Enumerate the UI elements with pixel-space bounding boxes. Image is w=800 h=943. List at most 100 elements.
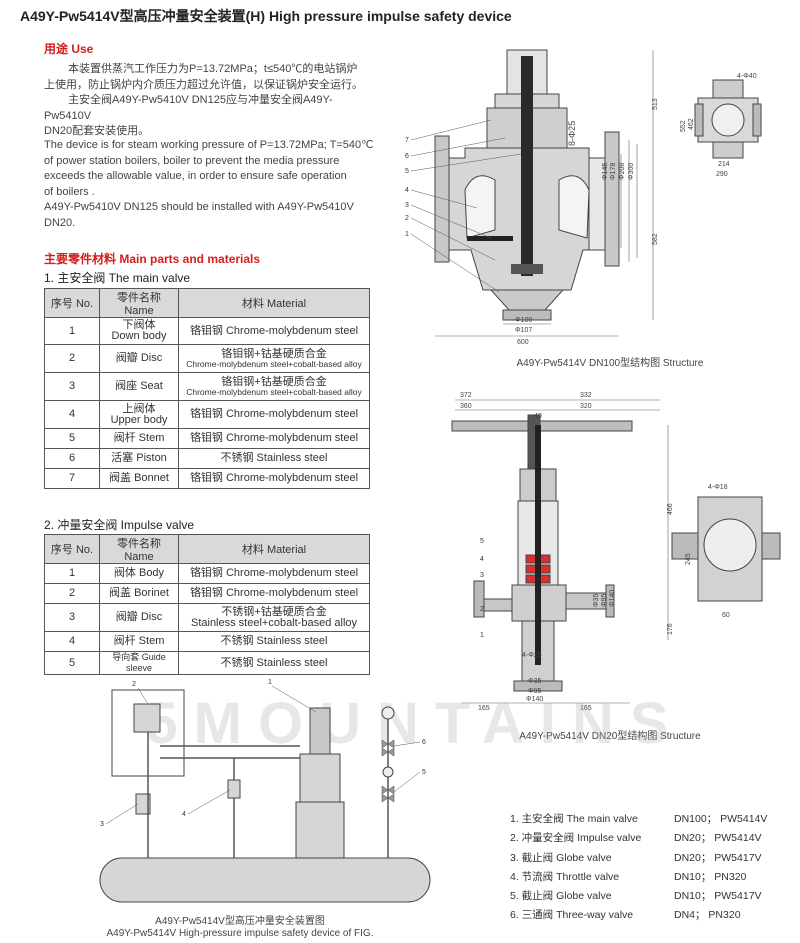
dim-label: Φ178	[610, 163, 617, 180]
legend-name: 3. 截止阀 Globe valve	[510, 851, 612, 864]
usage-en-line: of boilers .	[44, 185, 95, 198]
material-cn: 不锈钢+钴基硬质合金	[221, 605, 327, 618]
part-number: 1	[405, 231, 409, 238]
part-number: 1	[268, 679, 272, 686]
col-header-name: 零件名称 Name	[99, 534, 179, 564]
col-header-material: 材料 Material	[178, 534, 370, 564]
dim-label: 290	[716, 171, 728, 178]
cell-no: 5	[44, 428, 100, 449]
legend-spec: DN20； PW5417V	[674, 851, 762, 864]
usage-cn-line: DN20配套安装使用。	[44, 125, 150, 137]
dim-label: 4-Φ40	[737, 73, 757, 80]
part-number: 6	[405, 153, 409, 160]
col-header-material: 材料 Material	[178, 288, 370, 318]
cell-material: 铬钼钢 Chrome-molybdenum steel	[178, 583, 370, 604]
usage-cn-text: 本装置供蒸汽工作压力为P=13.72MPa；t≤540℃的电站锅炉 上使用，防止…	[44, 62, 374, 140]
impulse-valve-parts-table: 序号 No. 零件名称 Name 材料 Material 1 阀体 Body 铬…	[44, 534, 370, 675]
legend-item: 3. 截止阀 Globe valve DN20； PW5417V	[510, 849, 790, 868]
cell-no: 4	[44, 400, 100, 429]
part-number: 4	[480, 556, 484, 563]
cell-material: 铬钼钢 Chrome-molybdenum steel	[178, 317, 370, 345]
dim-label: 552	[680, 120, 687, 132]
cell-name: 阀盖 Borinet	[99, 583, 179, 604]
material-cn: 铬钼钢+钴基硬质合金	[221, 375, 327, 388]
table-row: 7 阀盖 Bonnet 铬钼钢 Chrome-molybdenum steel	[44, 468, 370, 489]
dim-label: Φ145	[602, 163, 609, 180]
dim-label: 60	[722, 612, 730, 619]
dim-label: 582	[652, 233, 659, 245]
watermark-text: 5MOUNTAINS	[145, 691, 685, 756]
dn100-caption: A49Y-Pw5414V DN100型结构图 Structure	[516, 358, 704, 369]
legend-item: 4. 节流阀 Throttle valve DN10； PN320	[510, 868, 790, 887]
dim-label: 8-Φ25	[567, 121, 577, 146]
cell-material: 铬钼钢 Chrome-molybdenum steel	[178, 563, 370, 584]
usage-heading: 用途 Use	[44, 42, 94, 56]
col-header-no: 序号 No.	[44, 534, 100, 564]
legend-name: 4. 节流阀 Throttle valve	[510, 870, 620, 883]
cell-material: 不锈钢 Stainless steel	[178, 448, 370, 469]
name-en: Upper body	[110, 413, 168, 426]
dim-label: 466	[667, 503, 674, 515]
material-cn: 铬钼钢+钴基硬质合金	[221, 347, 327, 360]
usage-en-line: A49Y-Pw5410V DN125 should be installed w…	[44, 201, 354, 229]
dn100-structure-drawing: 513 582 600 Φ100 Φ107 8-Φ25 Φ145 Φ178 Φ2…	[405, 49, 762, 346]
dim-label: 360	[460, 403, 472, 410]
cell-material: 不锈钢 Stainless steel	[178, 631, 370, 652]
legend-spec: DN4； PN320	[674, 909, 741, 922]
cell-no: 3	[44, 372, 100, 401]
main-valve-title: 1. 主安全阀 The main valve	[44, 271, 191, 285]
table-row: 6 活塞 Piston 不锈钢 Stainless steel	[44, 448, 370, 469]
part-number: 7	[405, 137, 409, 144]
usage-en-line: exceeds the allowable value, in order to…	[44, 170, 347, 182]
dim-label: Φ95	[528, 688, 541, 695]
cell-name: 阀杆 Stem	[99, 428, 179, 449]
part-number: 4	[182, 811, 186, 818]
cell-no: 1	[44, 563, 100, 584]
part-number: 3	[100, 821, 104, 828]
usage-en-text: The device is for steam working pressure…	[44, 138, 376, 231]
cell-material: 不锈钢 Stainless steel	[178, 651, 370, 675]
usage-cn-line: 主安全阀A49Y-Pw5410V DN125应与冲量安全阀A49Y-Pw5410…	[44, 94, 333, 122]
cell-material: 铬钼钢 Chrome-molybdenum steel	[178, 400, 370, 429]
dim-label: Φ140	[526, 696, 543, 703]
dim-label: 40	[534, 413, 542, 420]
part-number: 2	[480, 606, 484, 613]
cell-no: 2	[44, 583, 100, 604]
dim-label: Φ95	[601, 594, 608, 607]
dim-label: Φ35	[528, 678, 541, 685]
dim-label: 245	[685, 553, 692, 565]
device-caption-en: A49Y-Pw5414V High-pressure impulse safet…	[106, 928, 374, 939]
table-row: 5 阀杆 Stem 铬钼钢 Chrome-molybdenum steel	[44, 428, 370, 449]
dim-label: 4-Φ25	[522, 652, 542, 659]
dn20-structure-drawing: 372 332 360 320 40 466 176 165 165 4-Φ25…	[451, 392, 781, 712]
cell-no: 6	[44, 448, 100, 469]
dim-label: Φ300	[628, 163, 635, 180]
legend-spec: DN20； PW5414V	[674, 832, 762, 845]
part-number: 4	[405, 187, 409, 194]
col-header-name: 零件名称 Name	[99, 288, 179, 318]
dim-label: 165	[478, 705, 490, 712]
material-en: Chrome-molybdenum steel+cobalt-based all…	[186, 358, 362, 369]
table-row: 2 阀盖 Borinet 铬钼钢 Chrome-molybdenum steel	[44, 583, 370, 604]
dim-label: 332	[580, 392, 592, 399]
cell-name: 阀盖 Bonnet	[99, 468, 179, 489]
dim-label: 176	[667, 623, 674, 635]
dim-label: 165	[580, 705, 592, 712]
legend-spec: DN10； PN320	[674, 870, 747, 883]
parts-heading: 主要零件材料 Main parts and materials	[44, 252, 261, 266]
usage-cn-line: 上使用，防止锅炉内介质压力超过允许值，以保证锅炉安全运行。	[44, 78, 363, 91]
dn20-caption: A49Y-Pw5414V DN20型结构图 Structure	[519, 731, 701, 742]
cell-no: 4	[44, 631, 100, 652]
dim-label: Φ208	[619, 163, 626, 180]
cell-no: 7	[44, 468, 100, 489]
